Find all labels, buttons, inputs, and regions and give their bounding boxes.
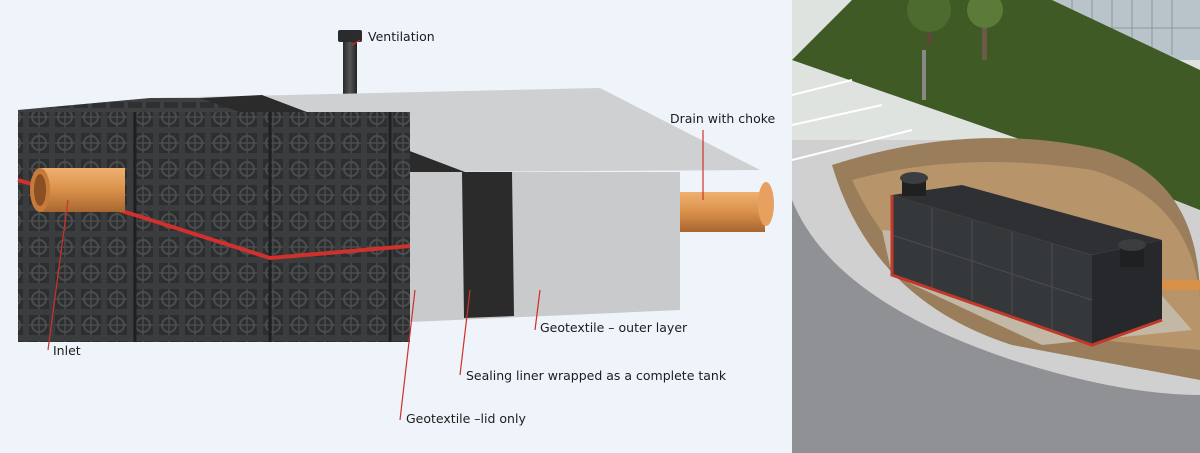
- trench-pipe: [1162, 280, 1200, 290]
- label-sealing-liner: Sealing liner wrapped as a complete tank: [466, 368, 727, 383]
- label-geotextile-lid: Geotextile –lid only: [406, 411, 526, 426]
- tank-diagram: Ventilation Drain with choke Inlet Geote…: [0, 0, 792, 453]
- label-inlet: Inlet: [53, 343, 81, 358]
- label-ventilation: Ventilation: [368, 29, 435, 44]
- lamp-post: [922, 50, 926, 100]
- geotextile-side: [410, 172, 680, 322]
- leader-lines: [47, 39, 704, 421]
- label-geotextile-outer: Geotextile – outer layer: [540, 320, 688, 335]
- trees: [907, 0, 1003, 60]
- tank-installed: [890, 172, 1163, 347]
- ventilation-pipe: [338, 30, 362, 98]
- label-drain: Drain with choke: [670, 111, 776, 126]
- installation-photo: [792, 0, 1200, 453]
- crate-front: [18, 112, 410, 342]
- asphalt: [792, 200, 1200, 453]
- liner-side: [462, 172, 514, 318]
- installation-scene: [792, 0, 1200, 453]
- inlet-pipe: [30, 168, 125, 212]
- tank-illustration: [17, 30, 774, 421]
- drain-pipe: [670, 182, 774, 232]
